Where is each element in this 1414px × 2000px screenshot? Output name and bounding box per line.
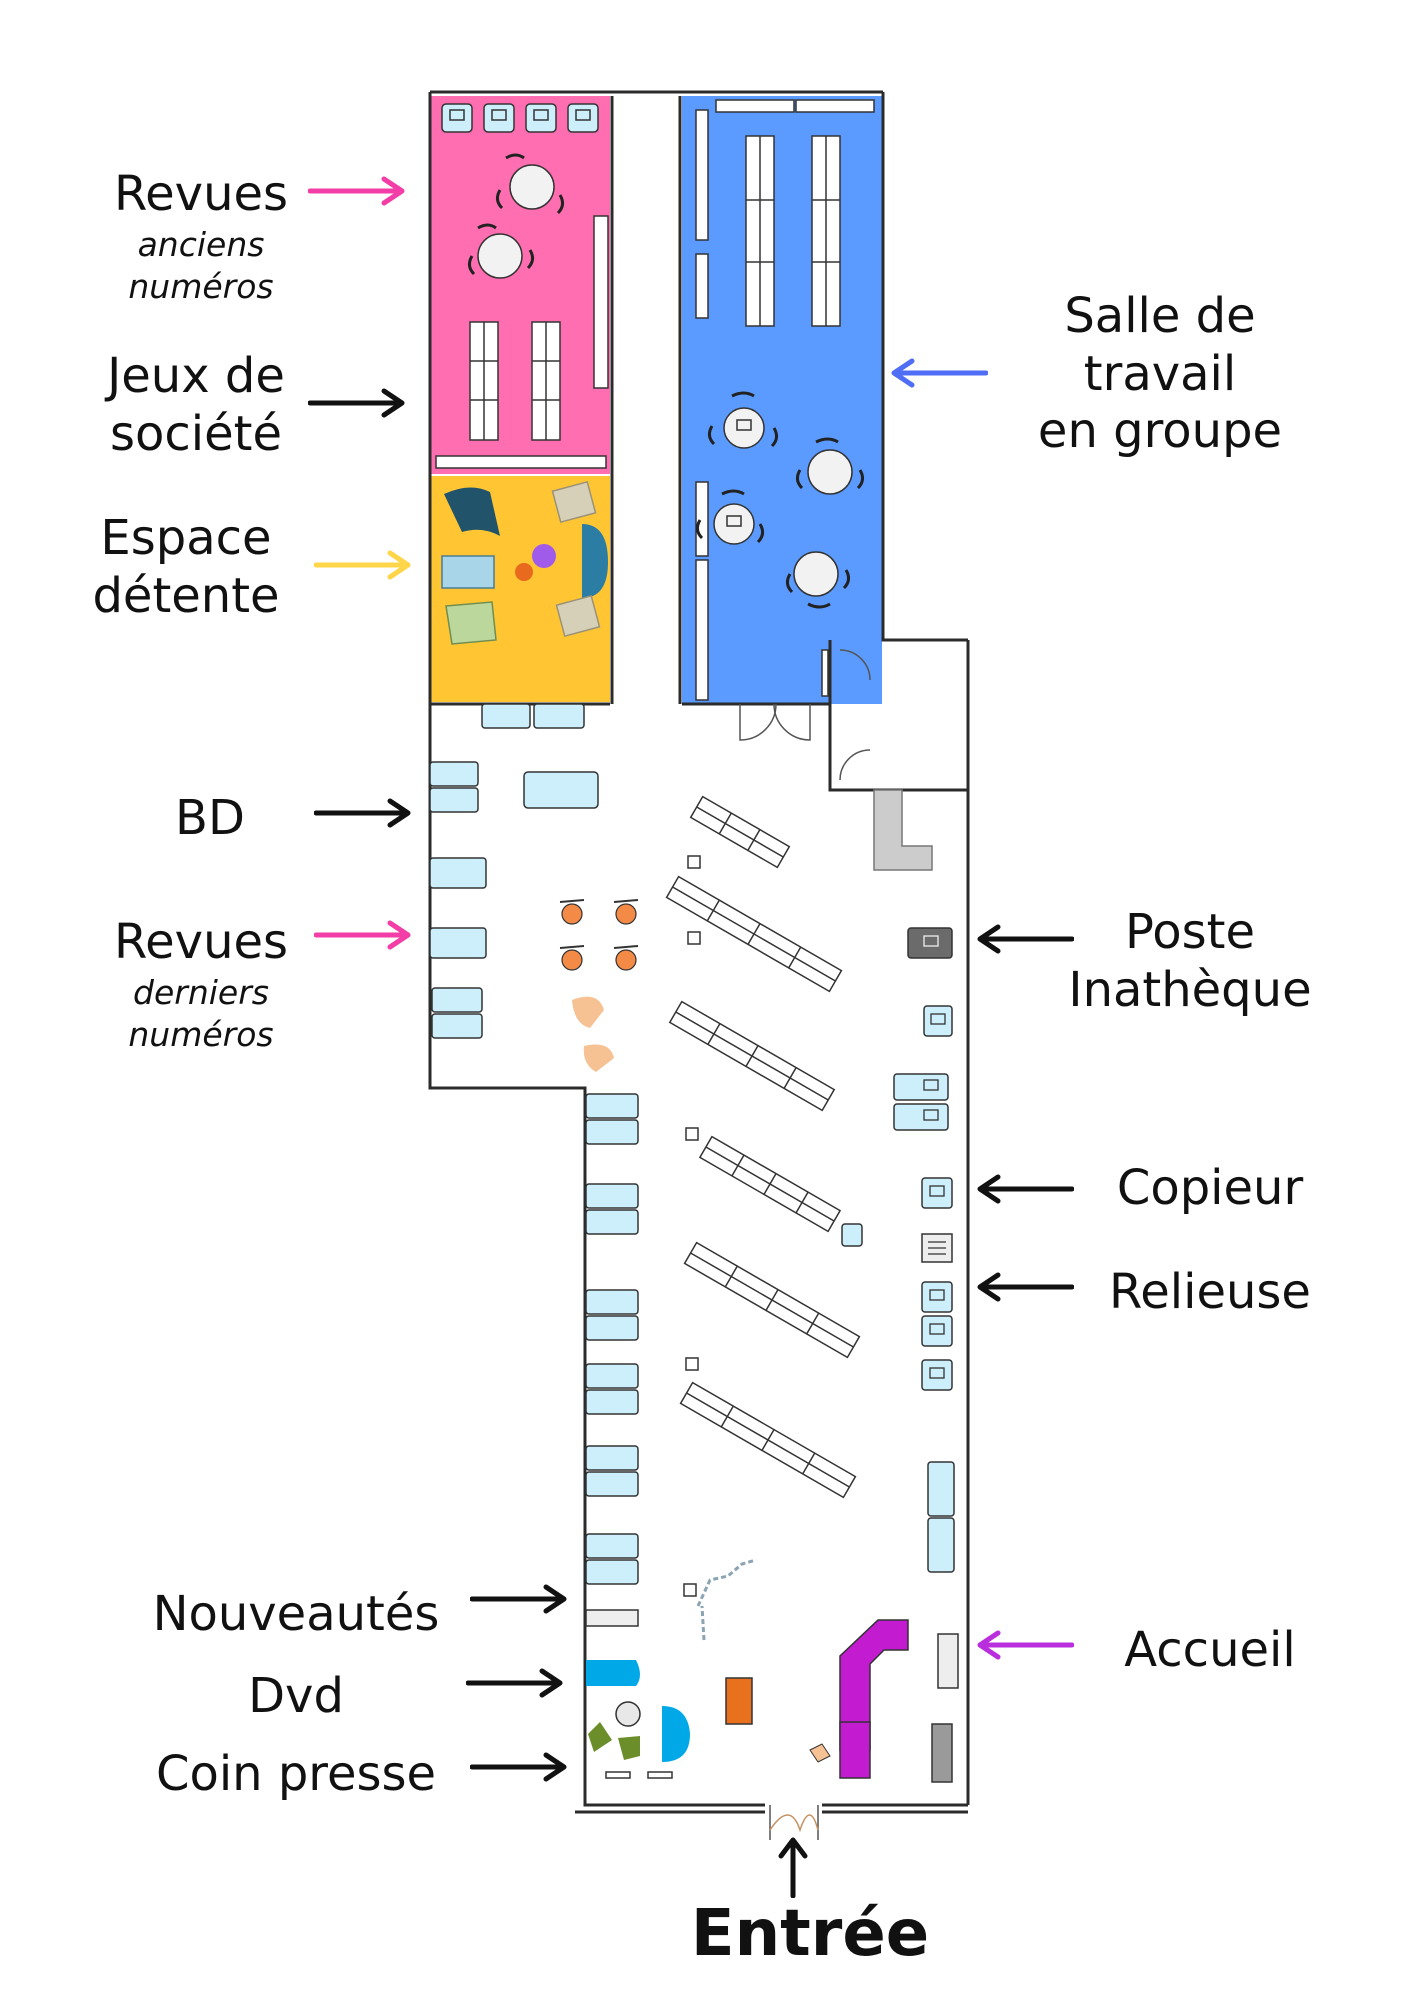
arrow-left-icon [891,358,988,388]
arrow-left-icon [977,1272,1074,1302]
label-salle-line3: en groupe [1037,403,1283,460]
label-revues-anciens-title: Revues [113,166,289,222]
dvd-presse-area [586,1660,690,1779]
printer-icon [921,1233,953,1263]
work-tables [695,391,865,609]
arrow-left-icon [977,1630,1074,1660]
arrow-right-icon [470,1752,567,1782]
sofa-icon [873,789,933,871]
round-table-icon [467,153,565,279]
label-revues-derniers-title: Revues [113,914,289,970]
work-room-shelves [695,99,875,701]
label-nouveautes: Nouveautés [152,1586,440,1642]
arrow-right-icon [314,798,411,828]
arrow-up-icon [778,1837,808,1898]
label-revues-derniers-sub1: derniers [133,972,269,1012]
armchair-icon [441,480,608,645]
label-revues-derniers: Revues derniers numéros [96,914,306,1056]
arrow-right-icon [470,1584,567,1614]
label-copieur: Copieur [1116,1160,1304,1216]
pillars [683,855,701,1597]
bd-shelves [429,703,599,1039]
label-coin-presse: Coin presse [155,1746,437,1802]
label-jeux-line2: société [110,405,282,462]
label-salle-line1: Salle de [1064,288,1256,344]
arrow-left-icon [977,924,1074,954]
label-bd: BD [175,790,245,846]
accueil-desk [839,1619,959,1783]
left-shelves [585,1093,955,1585]
arrow-right-icon [314,550,411,580]
arrow-right-icon [308,388,405,418]
label-revues-anciens-sub1: anciens [137,224,265,264]
games-shelves [435,215,609,469]
zone-revues-jeux [430,96,610,474]
entrance-area [696,1558,831,1763]
label-revues-derniers-sub2: numéros [128,1014,274,1054]
label-accueil: Accueil [1124,1622,1296,1678]
label-espace-line2: détente [92,567,280,624]
label-espace-line1: Espace [100,510,272,566]
stools [559,899,639,1072]
nouveautes-shelf [585,1609,639,1627]
label-revues-anciens-sub2: numéros [128,266,274,306]
label-salle-line2: travail [1083,345,1237,402]
label-dvd: Dvd [248,1668,344,1724]
arrow-right-icon [308,176,405,206]
label-revues-anciens: Revues anciens numéros [96,166,306,308]
label-poste-line2: Inathèque [1068,961,1312,1018]
door-icon [739,649,871,1840]
zone-salle-travail [682,96,882,704]
arrow-right-icon [466,1668,563,1698]
label-salle-travail: Salle de travail en groupe [1010,288,1310,461]
label-jeux-line1: Jeux de [107,348,285,404]
arrow-left-icon [977,1174,1074,1204]
label-poste-inatheque: Poste Inathèque [1040,904,1340,1019]
diagonal-shelves [665,795,861,1499]
label-relieuse: Relieuse [1109,1264,1311,1320]
label-jeux-societe: Jeux de société [86,348,306,463]
computer-icon [893,927,953,1391]
label-espace-detente: Espace détente [76,510,296,625]
revues-computers [441,103,599,133]
arrow-right-icon [314,920,411,950]
label-entree: Entrée [690,1897,930,1971]
label-poste-line1: Poste [1125,904,1255,960]
